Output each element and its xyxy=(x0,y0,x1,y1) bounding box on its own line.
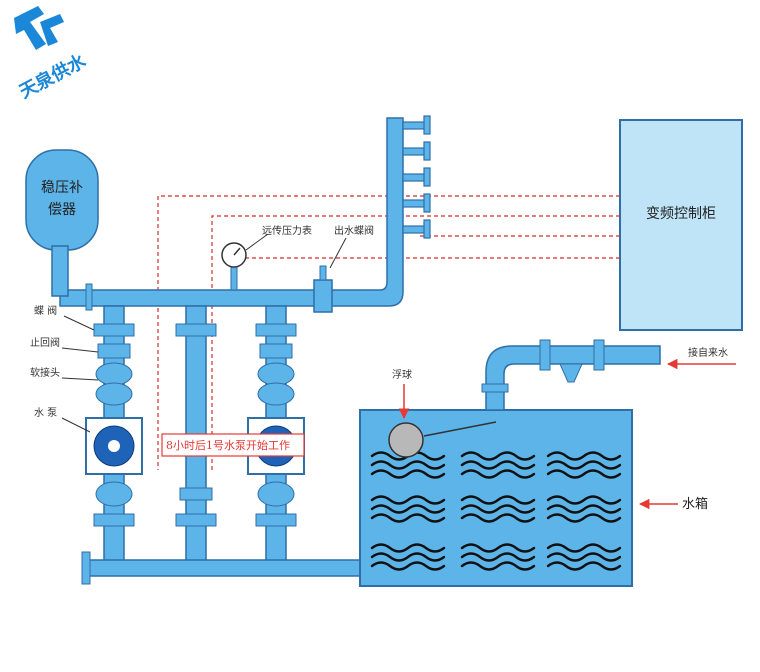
water-waves xyxy=(370,451,622,571)
pump-label: 水 泵 xyxy=(34,407,57,419)
pressure-tank: 稳压补 偿器 xyxy=(25,149,99,297)
tap-icon xyxy=(402,193,431,213)
outlet-taps xyxy=(402,115,431,239)
logo: 天泉供水 xyxy=(14,6,90,103)
city-water-label: 接自来水 xyxy=(688,346,728,359)
pump-note: 8小时后1号水泵开始工作 xyxy=(161,433,305,457)
wave-icon xyxy=(460,543,536,571)
wave-icon xyxy=(546,495,622,523)
outlet-valve-label: 出水蝶阀 xyxy=(334,224,374,237)
control-cabinet-label: 变频控制柜 xyxy=(646,206,716,222)
pressure-tank-label-2: 偿器 xyxy=(48,202,76,218)
pump-column-1 xyxy=(85,305,143,567)
wave-icon xyxy=(460,495,536,523)
control-cabinet xyxy=(619,119,743,331)
remote-gauge: 远传压力表 xyxy=(221,224,312,291)
signal-lines xyxy=(157,195,620,470)
riser-pipe xyxy=(59,117,404,307)
tap-icon xyxy=(402,141,431,161)
check-valve-label: 止回阀 xyxy=(30,336,60,349)
remote-gauge-label: 远传压力表 xyxy=(262,224,312,237)
outlet-valve: 出水蝶阀 xyxy=(313,224,374,313)
logo-mark-icon xyxy=(14,6,64,50)
float-ball-icon xyxy=(388,422,424,458)
tap-icon xyxy=(402,115,431,135)
wave-icon xyxy=(546,543,622,571)
wave-icon xyxy=(546,451,622,479)
suction-header xyxy=(81,551,369,585)
tap-icon xyxy=(402,167,431,187)
logo-text: 天泉供水 xyxy=(16,49,91,103)
wave-icon xyxy=(460,451,536,479)
pump-note-text: 8小时后1号水泵开始工作 xyxy=(166,438,290,452)
inlet-pipe: 浮球 xyxy=(388,339,661,458)
component-labels: 蝶 阀 止回阀 软接头 水 泵 xyxy=(30,304,99,433)
butterfly-valve-label: 蝶 阀 xyxy=(34,304,57,317)
water-tank-label: 水箱 xyxy=(682,496,708,512)
pressure-tank-label-1: 稳压补 xyxy=(41,180,83,196)
wave-icon xyxy=(370,543,446,571)
float-ball-label: 浮球 xyxy=(392,368,412,381)
wave-icon xyxy=(370,495,446,523)
tap-icon xyxy=(402,219,431,239)
soft-joint-label: 软接头 xyxy=(30,366,60,379)
